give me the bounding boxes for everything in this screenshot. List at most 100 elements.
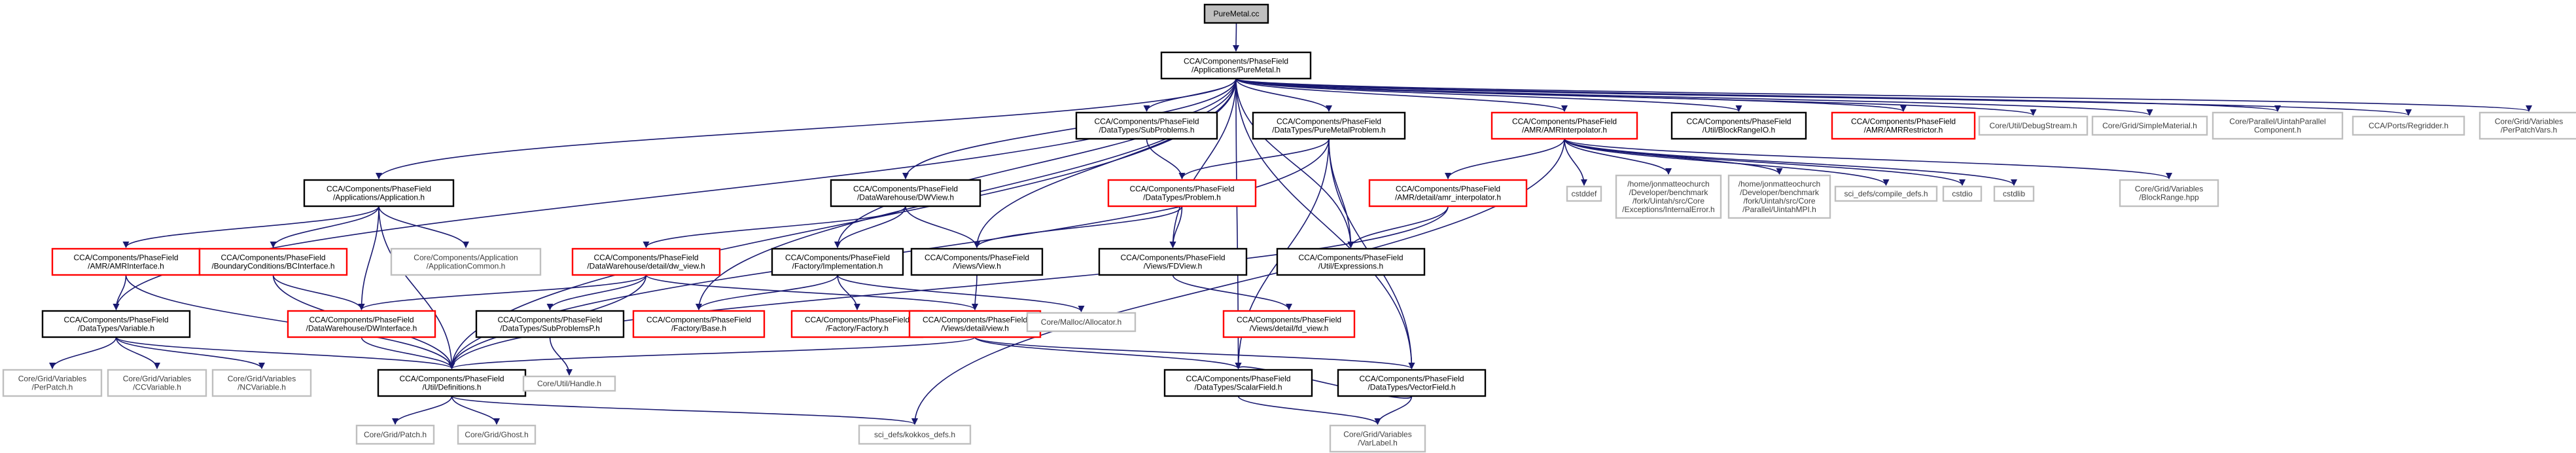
node-sci-compile[interactable]: sci_defs/compile_defs.h: [1834, 185, 1938, 202]
edge-dt_vectorfield-to-core_varlabel: [1374, 395, 1413, 425]
node-dt-subproblemsp[interactable]: CCA/Components/PhaseField/DataTypes/SubP…: [475, 310, 625, 338]
edge-dw_dwview-to-factory_impl: [834, 206, 906, 248]
edge-app_pm-to-dt_pmproblem: [1235, 78, 1332, 112]
node-label-line: /AMR/AMRRestrictor.h: [1864, 126, 1943, 135]
node-util-expr[interactable]: CCA/Components/PhaseField/Util/Expressio…: [1276, 247, 1426, 276]
node-box: [1026, 312, 1137, 333]
edge-app_pm-to-util_expr: [1235, 78, 1354, 248]
edge-app_pm-to-amr_interp: [1235, 78, 1568, 112]
edge-app_pm-to-util_blockrange: [1235, 78, 1742, 112]
node-dw-dwinterface[interactable]: CCA/Components/PhaseField/DataWarehouse/…: [287, 310, 436, 338]
node-util-definitions[interactable]: CCA/Components/PhaseField/Util/Definitio…: [377, 369, 527, 397]
node-label-line: sci_defs/kokkos_defs.h: [874, 430, 955, 439]
edge-dw_dwinterface-to-util_definitions: [361, 336, 455, 369]
node-label-line: cstddef: [1572, 189, 1597, 198]
node-label-line: /AMR/AMRInterface.h: [88, 262, 164, 271]
node-label-line: CCA/Components/PhaseField: [1512, 117, 1617, 126]
node-label-line: CCA/Components/PhaseField: [1237, 316, 1341, 325]
node-views-fdview[interactable]: CCA/Components/PhaseField/Views/FDView.h: [1098, 247, 1248, 276]
edge-app_pm-to-core_debug: [1235, 78, 2037, 116]
node-home-internal[interactable]: /home/jonmatteochurch/Developer/benchmar…: [1615, 174, 1722, 219]
node-app-app[interactable]: CCA/Components/PhaseField/Applications/A…: [303, 179, 455, 208]
node-factory-impl[interactable]: CCA/Components/PhaseField/Factory/Implem…: [771, 247, 904, 276]
node-views-detail-fd[interactable]: CCA/Components/PhaseField/Views/detail/f…: [1222, 310, 1356, 338]
node-label-line: /DataTypes/SubProblemsP.h: [500, 324, 600, 333]
node-home-mpi[interactable]: /home/jonmatteochurch/Developer/benchmar…: [1727, 174, 1831, 219]
node-box: [1566, 185, 1602, 202]
edge-amr_interp2-to-util_expr: [1347, 206, 1449, 248]
edge-util_definitions-to-sci_kokkos: [451, 395, 918, 425]
edge-amr_interp-to-core_blockrange: [1564, 138, 2172, 179]
node-views-detail-view[interactable]: CCA/Components/PhaseField/Views/detail/v…: [908, 310, 1042, 338]
node-dt-problem[interactable]: CCA/Components/PhaseField/DataTypes/Prob…: [1107, 179, 1257, 208]
node-cstdlib[interactable]: cstdlib: [1993, 185, 2035, 202]
edge-root-to-app_pm: [1233, 22, 1240, 52]
node-core-blockrange[interactable]: Core/Grid/Variables/BlockRange.hpp: [2119, 179, 2219, 208]
node-app-common[interactable]: Core/Components/Application/ApplicationC…: [390, 247, 542, 276]
node-label-line: CCA/Components/PhaseField: [785, 253, 890, 263]
node-box: [632, 310, 766, 338]
node-box: [1203, 3, 1269, 24]
node-factory-base[interactable]: CCA/Components/PhaseField/Factory/Base.h: [632, 310, 766, 338]
node-amr-interp[interactable]: CCA/Components/PhaseField/AMR/AMRInterpo…: [1491, 111, 1638, 140]
node-label-line: Core/Parallel/UintahParallel: [2229, 117, 2325, 126]
node-cca-regridder[interactable]: CCA/Ports/Regridder.h: [2352, 115, 2465, 136]
node-core-ghost[interactable]: Core/Grid/Ghost.h: [457, 424, 537, 445]
edge-app_pm-to-cca_regridder: [1235, 78, 2412, 116]
node-amr-interface[interactable]: CCA/Components/PhaseField/AMR/AMRInterfa…: [51, 247, 201, 276]
edge-amr_interp-to-home_internal: [1564, 138, 1672, 175]
node-core-handle[interactable]: Core/Util/Handle.h: [522, 375, 616, 392]
node-label-line: Core/Grid/SimpleMaterial.h: [2102, 121, 2197, 130]
node-label-line: /Developer/benchmark: [1629, 188, 1709, 197]
node-cstddef[interactable]: cstddef: [1566, 185, 1602, 202]
node-core-malloc[interactable]: Core/Malloc/Allocator.h: [1026, 312, 1137, 333]
node-box: [1098, 247, 1248, 276]
node-sci-kokkos[interactable]: sci_defs/kokkos_defs.h: [858, 424, 972, 445]
node-label-line: CCA/Components/PhaseField: [221, 253, 325, 263]
node-core-patch[interactable]: Core/Grid/Patch.h: [355, 424, 435, 445]
node-label-line: CCA/Components/PhaseField: [1298, 253, 1403, 263]
node-label-line: /DataTypes/Variable.h: [78, 324, 154, 333]
node-views-view[interactable]: CCA/Components/PhaseField/Views/View.h: [910, 247, 1044, 276]
node-util-blockrange[interactable]: CCA/Components/PhaseField/Util/BlockRang…: [1670, 111, 1807, 140]
edge-app_app-to-dw_dwinterface: [358, 206, 379, 310]
edge-app_pm-to-dt_vectorfield: [1235, 78, 1415, 369]
node-app-pm[interactable]: CCA/Components/PhaseField/Applications/P…: [1160, 51, 1312, 80]
edge-amr_interp-to-sci_compile: [1564, 138, 1890, 186]
node-label-line: CCA/Components/PhaseField: [1186, 374, 1290, 384]
node-box: [1329, 424, 1426, 453]
node-box: [1727, 174, 1831, 219]
node-core-ccvariable[interactable]: Core/Grid/Variables/CCVariable.h: [107, 369, 207, 397]
node-core-simplemat[interactable]: Core/Grid/SimpleMaterial.h: [2091, 115, 2208, 136]
node-label-line: CCA/Components/PhaseField: [309, 316, 414, 325]
node-dt-variable[interactable]: CCA/Components/PhaseField/DataTypes/Vari…: [41, 310, 191, 338]
node-label-line: /home/jonmatteochurch: [1627, 179, 1709, 189]
node-core-perpatch[interactable]: Core/Grid/Variables/PerPatch.h: [2, 369, 103, 397]
node-label-line: /DataTypes/PureMetalProblem.h: [1272, 126, 1385, 135]
node-core-perpatchvars[interactable]: Core/Grid/Variables/PerPatchVars.h: [2479, 111, 2576, 140]
node-label-line: /DataTypes/SubProblems.h: [1099, 126, 1194, 135]
node-label-line: CCA/Components/PhaseField: [1094, 117, 1199, 126]
node-dt-vectorfield[interactable]: CCA/Components/PhaseField/DataTypes/Vect…: [1337, 369, 1487, 397]
node-bc-interface[interactable]: CCA/Components/PhaseField/BoundaryCondit…: [198, 247, 348, 276]
edge-app_app-to-bc_interface: [270, 206, 379, 248]
edge-dt_variable-to-core_ncvariable: [115, 336, 265, 369]
node-core-ncvariable[interactable]: Core/Grid/Variables/NCVariable.h: [211, 369, 312, 397]
node-label-line: /BoundaryConditions/BCInterface.h: [211, 262, 334, 271]
node-core-debug[interactable]: Core/Util/DebugStream.h: [1978, 115, 2089, 136]
node-factory-factory[interactable]: CCA/Components/PhaseField/Factory/Factor…: [790, 310, 924, 338]
node-box: [1831, 111, 1976, 140]
node-cstdio[interactable]: cstdio: [1942, 185, 1983, 202]
node-amr-restrictor[interactable]: CCA/Components/PhaseField/AMR/AMRRestric…: [1831, 111, 1976, 140]
node-dt-subproblems[interactable]: CCA/Components/PhaseField/DataTypes/SubP…: [1075, 111, 1218, 140]
node-dt-scalarfield[interactable]: CCA/Components/PhaseField/DataTypes/Scal…: [1163, 369, 1313, 397]
node-amr-interp2[interactable]: CCA/Components/PhaseField/AMR/detail/amr…: [1368, 179, 1528, 208]
node-root[interactable]: PureMetal.cc: [1203, 3, 1269, 24]
node-dw-dwview[interactable]: CCA/Components/PhaseField/DataWarehouse/…: [830, 179, 981, 208]
node-core-varlabel[interactable]: Core/Grid/Variables/VarLabel.h: [1329, 424, 1426, 453]
node-dw-detail[interactable]: CCA/Components/PhaseField/DataWarehouse/…: [571, 247, 721, 276]
node-dt-pmproblem[interactable]: CCA/Components/PhaseField/DataTypes/Pure…: [1252, 111, 1406, 140]
edge-amr_interp-to-cstdlib: [1564, 138, 2017, 186]
node-label-line: /DataTypes/ScalarField.h: [1194, 383, 1282, 392]
